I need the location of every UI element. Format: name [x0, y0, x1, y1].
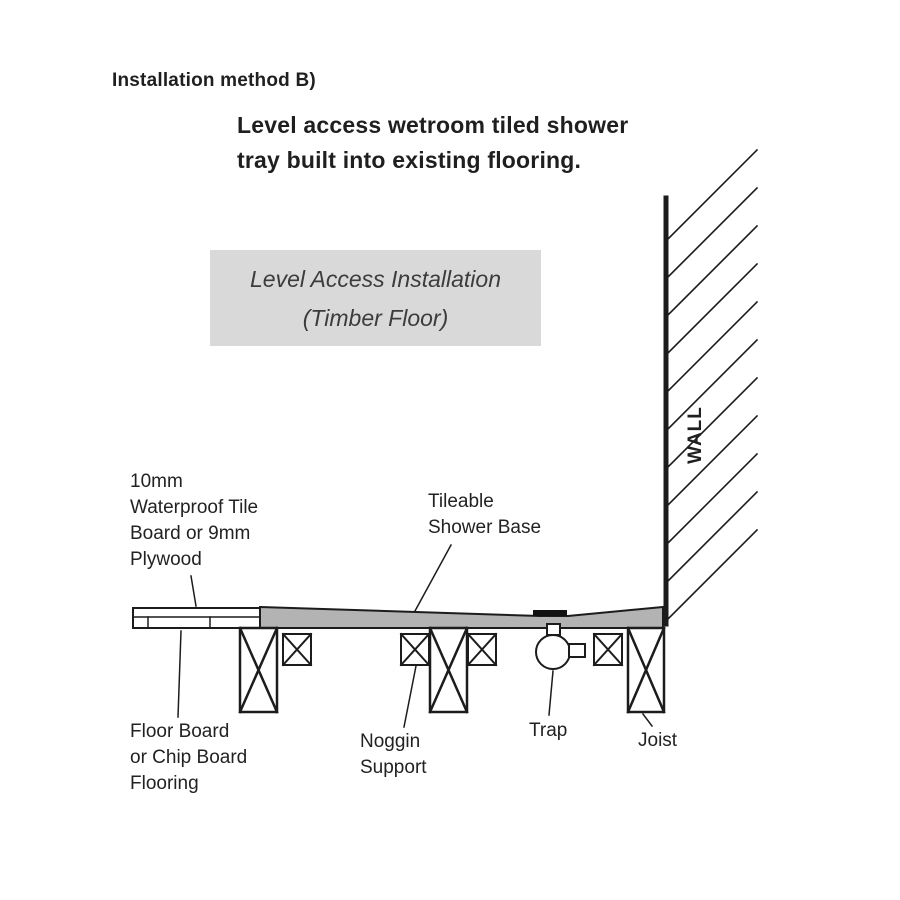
leader-trap: [548, 670, 554, 716]
info-box-line: (Timber Floor): [302, 305, 449, 331]
floor-board-label-line: Flooring: [130, 773, 199, 794]
leader-floor-board: [177, 630, 182, 718]
leader-noggin: [403, 665, 417, 728]
tile-board-label-line: Waterproof Tile: [130, 497, 259, 518]
shower-base-shape: [259, 605, 664, 629]
method-title: Installation method B): [112, 70, 316, 91]
floor-board-label: Floor Board or Chip Board Flooring: [130, 719, 247, 797]
noggin-symbol-2: [399, 632, 431, 667]
drain-waste-mark: [533, 610, 567, 616]
leader-lines: [177, 543, 654, 728]
floor-board-label-line: Floor Board: [130, 721, 230, 742]
noggin-symbol-1: [281, 632, 313, 667]
joist-label: Joist: [638, 730, 678, 751]
trap-label: Trap: [529, 720, 568, 741]
diagram-subtitle: Level access wetroom tiled shower tray b…: [237, 108, 628, 178]
noggin-symbol-3: [466, 632, 498, 667]
shower-base-label: Tileable Shower Base: [428, 489, 541, 541]
joist-symbol-2: [428, 626, 469, 714]
leader-tile-board: [190, 575, 197, 607]
noggin-symbol-4: [592, 632, 624, 667]
subtitle-line: Level access wetroom tiled shower: [237, 112, 629, 138]
tile-board-label-line: 10mm: [130, 471, 183, 492]
tile-board-label-line: Plywood: [130, 549, 202, 570]
subtitle-line: tray built into existing flooring.: [237, 147, 582, 173]
tile-board-label: 10mm Waterproof Tile Board or 9mm Plywoo…: [130, 469, 258, 573]
joist-symbol-3: [626, 626, 666, 714]
installation-type-box: Level Access Installation (Timber Floor): [210, 250, 541, 346]
leader-joist: [641, 712, 654, 728]
wall-hatching: [665, 148, 759, 622]
floor-layers: [132, 607, 264, 629]
leader-shower-base: [413, 543, 453, 613]
noggin-support-label-line: Support: [360, 757, 427, 778]
tile-board-label-line: Board or 9mm: [130, 523, 251, 544]
noggin-support-label-line: Noggin: [360, 731, 421, 752]
floor-board-label-line: or Chip Board: [130, 747, 248, 768]
shower-base-label-line: Tileable: [428, 491, 494, 512]
info-box-line: Level Access Installation: [249, 266, 501, 292]
noggin-support-label: Noggin Support: [360, 729, 427, 781]
joist-symbol-1: [238, 626, 279, 714]
trap-symbol: [535, 623, 586, 670]
shower-base-label-line: Shower Base: [428, 517, 542, 538]
wall-label: WALL: [685, 406, 706, 464]
